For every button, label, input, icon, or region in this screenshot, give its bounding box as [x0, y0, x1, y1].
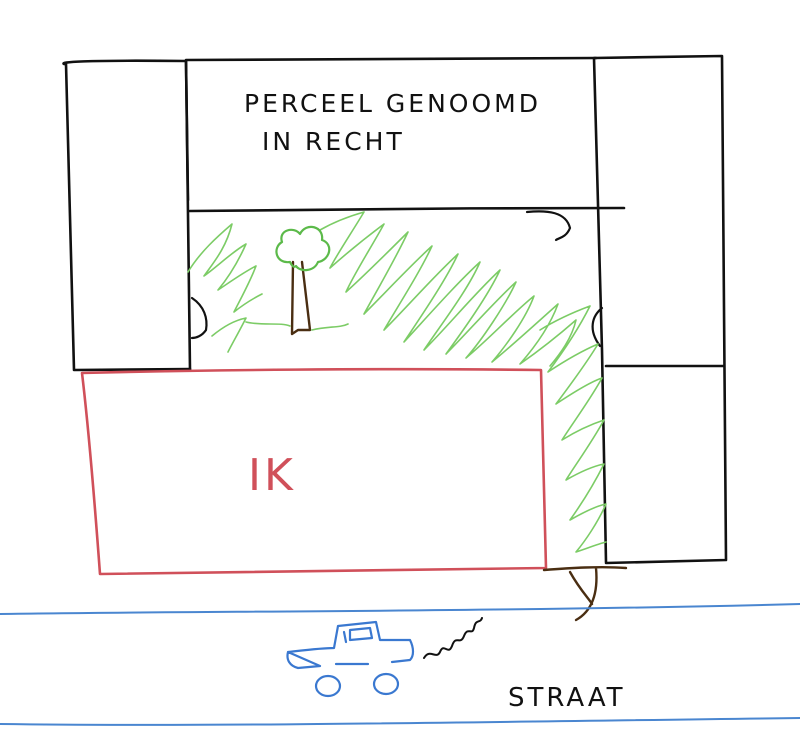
parcel-top — [184, 56, 626, 372]
neighbor-parcels-right — [592, 54, 728, 565]
neighbor-parcel-left — [62, 59, 192, 372]
garden-grass — [187, 211, 607, 553]
door-arcs — [190, 210, 604, 348]
car-icon — [286, 620, 415, 698]
my-parcel-label: IK — [248, 450, 296, 501]
parcel-title-line2: IN RECHT — [262, 127, 405, 156]
fence-corner — [542, 565, 628, 622]
parcel-title-line1: PERCEEL GENOOMD — [244, 89, 541, 118]
tree-icon — [275, 225, 331, 336]
street-label: STRAAT — [508, 683, 626, 713]
exhaust-icon — [423, 617, 483, 659]
my-parcel — [80, 367, 548, 576]
street-lines — [0, 603, 800, 726]
